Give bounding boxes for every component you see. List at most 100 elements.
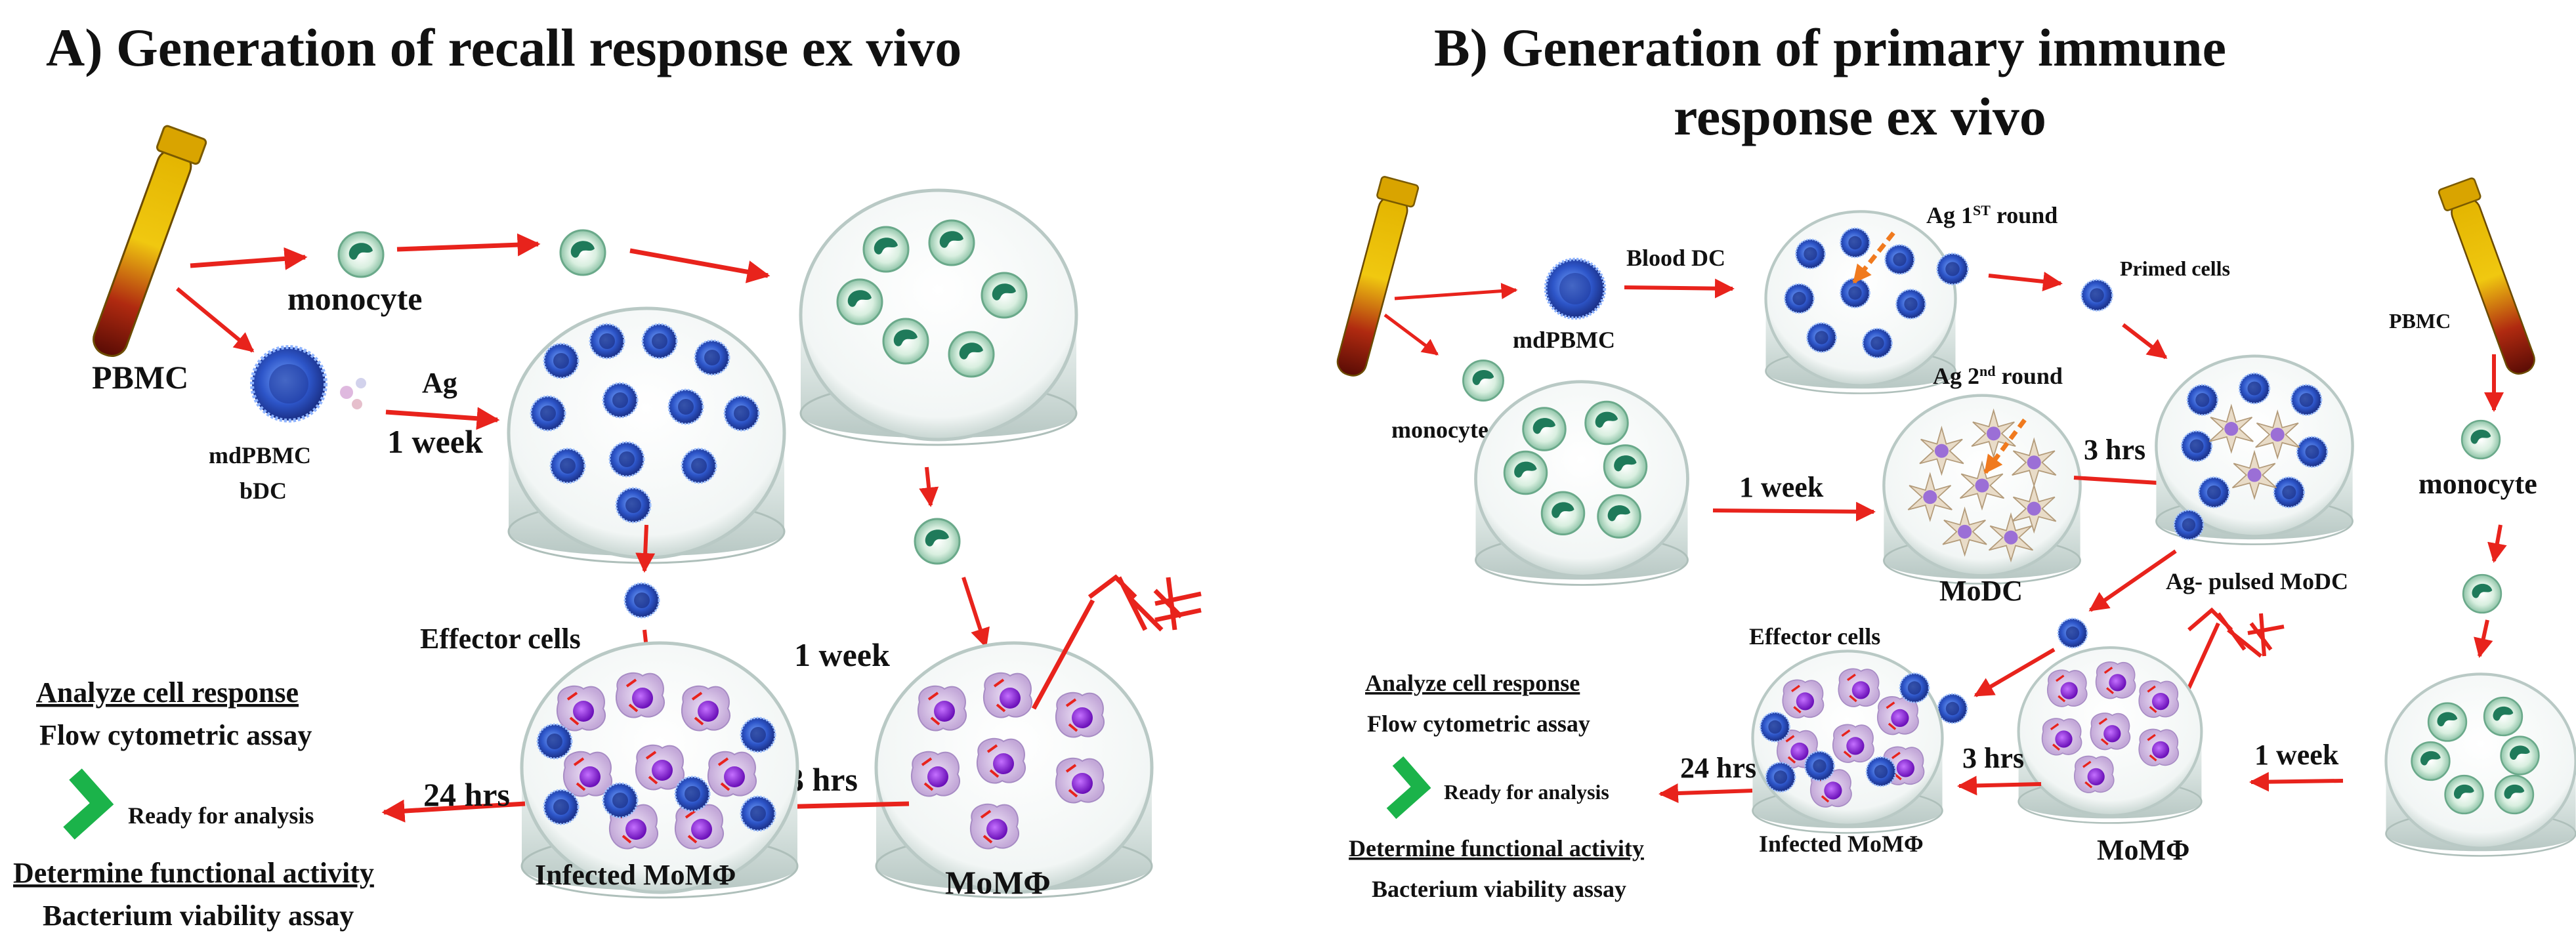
arrow-pulsed-bacteria <box>2088 549 2177 612</box>
bdc-label: bDC <box>240 478 287 504</box>
panel-a-title: A) Generation of recall response ex vivo <box>46 18 961 77</box>
effector-cell-icon-b <box>2057 617 2088 649</box>
analyze-label-b: Analyze cell response <box>1365 670 1580 696</box>
hrs3-label-b: 3 hrs <box>1962 742 2024 774</box>
dish-monocytes-left <box>1476 382 1688 585</box>
flow-label-b: Flow cytometric assay <box>1367 711 1590 737</box>
pulsed-cell-icon <box>2173 509 2205 541</box>
pbmc-tube-icon-b <box>1329 175 1420 381</box>
mdpbmc-cell-icon-b <box>1546 259 1605 318</box>
hrs24-label-b: 24 hrs <box>1680 752 1756 784</box>
monocyte-label-b: monocyte <box>1391 417 1489 443</box>
ag-pulsed-label: Ag- pulsed MoDC <box>2166 568 2348 594</box>
panel-b-title-line1: B) Generation of primary immune <box>1434 18 2226 77</box>
arrow-dish-modc <box>1712 501 1876 522</box>
antigen-particles-icon <box>340 378 366 409</box>
monocyte-icon-3 <box>914 518 961 565</box>
monocyte-label-right: monocyte <box>2418 468 2537 500</box>
arrow-monocyte-next <box>396 233 541 257</box>
arrow-effector-infected-b <box>1974 648 2056 697</box>
monocyte-icon-right-2 <box>2462 573 2502 614</box>
ag2-label: Ag 2nd round <box>1933 363 2063 390</box>
bacteria-icon-b <box>2184 607 2285 697</box>
monocyte-icon-b <box>1462 360 1504 402</box>
primed-label: Primed cells <box>2120 257 2230 280</box>
arrow-to-dish-mono <box>629 248 771 283</box>
effector-label: Effector cells <box>420 623 581 655</box>
pbmc-tube-icon-right <box>2437 176 2543 380</box>
effector-cell-icon <box>623 582 660 619</box>
pbmc-tube-icon <box>83 123 208 363</box>
viability-label: Bacterium viability assay <box>43 900 354 932</box>
infected-label: Infected MoMΦ <box>535 859 736 891</box>
hrs24-label: 24 hrs <box>423 776 510 813</box>
dish-modc <box>1884 396 2080 584</box>
week-label-2: 1 week <box>794 636 890 673</box>
bacteria-icon <box>1031 574 1202 710</box>
arrow-tube-monocyte <box>1383 314 1439 356</box>
panel-b-title-line2: response ex vivo <box>1674 87 2046 146</box>
blood-dc-label: Blood DC <box>1626 245 1725 271</box>
hrs3-label: 3 hrs <box>788 761 858 798</box>
ag1-label: Ag 1ST round <box>1926 202 2058 229</box>
monocyte-icon <box>337 231 385 278</box>
arrow-monocyte-right-down <box>2487 524 2507 563</box>
primed-cell-icon <box>2080 279 2113 312</box>
arrow-infected-analysis-b <box>1658 783 1753 804</box>
week-label-1: 1 week <box>387 423 483 460</box>
mdpbmc-cell-icon <box>252 347 326 421</box>
determine-label-b: Determine functional activity <box>1349 835 1644 861</box>
dish-momphi <box>876 643 1152 898</box>
effector-label-b: Effector cells <box>1749 623 1880 650</box>
panel-a: A) Generation of recall response ex vivo… <box>13 18 1202 932</box>
arrow-blooddc-dish <box>1624 278 1735 299</box>
arrow-monocyte-mom <box>961 577 990 648</box>
momphi-label: MoMΦ <box>945 864 1051 901</box>
dish-monocytes-right <box>2386 674 2576 856</box>
arrow-dish-effector <box>635 524 656 573</box>
arrow-pbmc-monocyte <box>190 247 308 270</box>
panel-b: B) Generation of primary immune response… <box>1329 18 2576 902</box>
primed-cell-small-icon <box>1936 253 1969 285</box>
check-arrow-icon <box>63 768 114 840</box>
viability-label-b: Bacterium viability assay <box>1372 876 1626 902</box>
analyze-label: Analyze cell response <box>36 676 299 709</box>
effector-cell-icon-b2 <box>1937 693 1968 724</box>
arrow-dish-primed <box>1988 272 2063 291</box>
arrow-infected-analysis <box>381 799 526 823</box>
hrs3-top-label: 3 hrs <box>2084 434 2145 466</box>
mdpbmc-label-b: mdPBMC <box>1513 327 1615 353</box>
ready-label: Ready for analysis <box>128 802 314 829</box>
dish-primed-cells <box>509 308 784 563</box>
determine-label: Determine functional activity <box>13 857 374 889</box>
arrow-momphi-infected-b <box>1957 776 2042 796</box>
arrow-to-dish-right <box>2474 619 2493 658</box>
momphi-label-b: MoMΦ <box>2097 834 2190 866</box>
monocyte-icon-right <box>2460 419 2501 460</box>
dish-infected-b <box>1753 651 1943 833</box>
arrow-ag2-orange <box>1983 418 2027 474</box>
arrow-dish-monocyte <box>919 466 939 507</box>
flow-label: Flow cytometric assay <box>39 719 312 751</box>
arrow-ag-dish <box>385 407 500 430</box>
arrow-primed-pulsed <box>2122 323 2168 360</box>
pbmc-label: PBMC <box>92 359 188 396</box>
arrow-right-dish-momphi <box>2249 772 2344 792</box>
dish-momphi-b <box>2019 648 2202 823</box>
week-label-right: 1 week <box>2254 739 2339 771</box>
monocyte-icon-2 <box>559 229 606 276</box>
arrow-ag1-orange <box>1852 231 1895 284</box>
arrow-pbmc-mdpbmc <box>176 287 255 353</box>
dish-ag-round1 <box>1766 211 1956 393</box>
pbmc-label-right: PBMC <box>2389 309 2451 333</box>
monocyte-label: monocyte <box>287 280 423 317</box>
infected-label-b: Infected MoMΦ <box>1759 831 1924 857</box>
week-label-b: 1 week <box>1739 471 1824 503</box>
check-arrow-icon-b <box>1386 756 1431 819</box>
dish-monocytes <box>801 190 1076 445</box>
arrow-tube-mdpbmc <box>1394 283 1518 300</box>
ag-label: Ag <box>422 367 457 399</box>
ready-label-b: Ready for analysis <box>1444 780 1609 804</box>
